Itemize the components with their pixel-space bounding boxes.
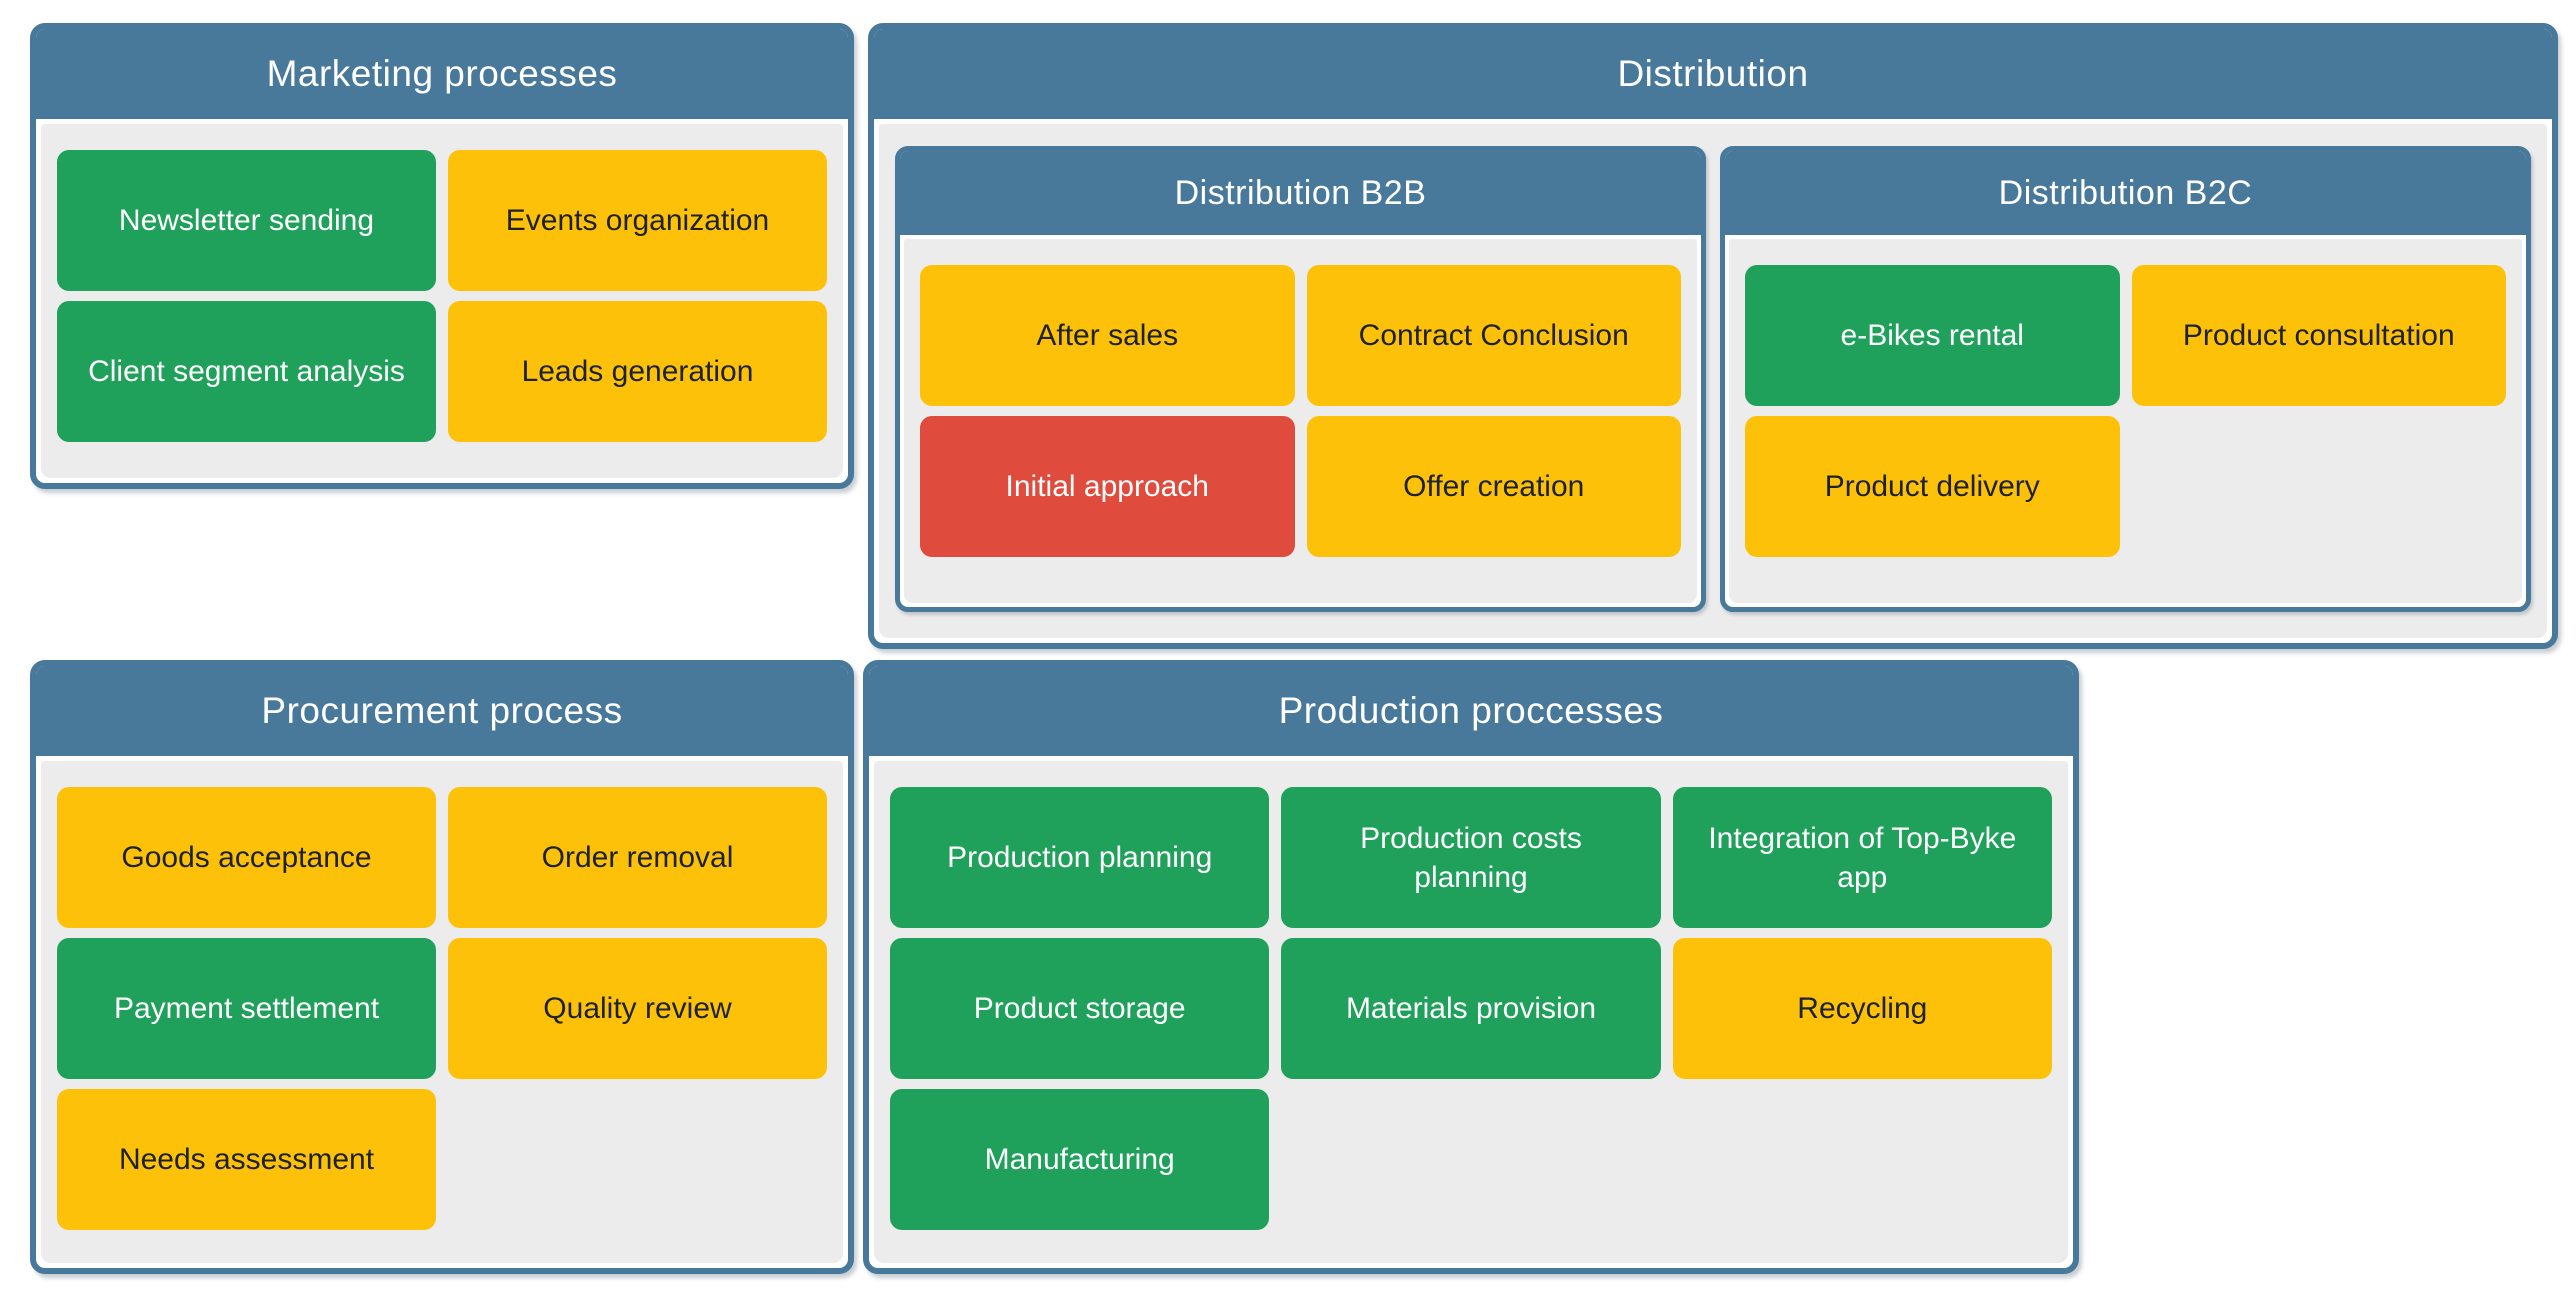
tile-ebikes-rental[interactable]: e-Bikes rental <box>1745 265 2120 406</box>
tile-label: Goods acceptance <box>121 841 372 874</box>
panel-marketing-body: Newsletter sending Events organization C… <box>41 124 843 478</box>
tile-client-segment-analysis[interactable]: Client segment analysis <box>57 301 436 442</box>
tile-label: Materials provision <box>1345 992 1597 1025</box>
tile-manufacturing[interactable]: Manufacturing <box>890 1089 1270 1230</box>
tile-label: Manufacturing <box>984 1143 1175 1176</box>
tile-goods-acceptance[interactable]: Goods acceptance <box>57 787 436 928</box>
tile-label: Production costs planning <box>1360 821 1582 894</box>
tile-label: Production planning <box>947 841 1213 874</box>
tile-events-organization[interactable]: Events organization <box>448 150 827 291</box>
panel-production-body: Production planning Production costs pla… <box>874 761 2068 1263</box>
tile-needs-assessment[interactable]: Needs assessment <box>57 1089 436 1230</box>
subpanel-b2b-body: After sales Contract Conclusion Initial … <box>904 239 1697 603</box>
panel-marketing-title: Marketing processes <box>266 53 618 94</box>
tile-label: Initial approach <box>1005 470 1209 503</box>
tile-product-delivery[interactable]: Product delivery <box>1745 416 2120 557</box>
tile-product-storage[interactable]: Product storage <box>890 938 1270 1079</box>
panel-procurement-body: Goods acceptance Order removal Payment s… <box>41 761 843 1263</box>
tile-label: Events organization <box>505 204 770 237</box>
panel-production-title: Production proccesses <box>1278 690 1664 731</box>
subpanel-distribution-b2c[interactable]: Distribution B2C e-Bikes rental Product … <box>1720 146 2531 612</box>
tile-label: Offer creation <box>1403 470 1585 503</box>
tile-label: Quality review <box>543 992 732 1025</box>
tile-product-consultation[interactable]: Product consultation <box>2131 265 2506 406</box>
tile-newsletter-sending[interactable]: Newsletter sending <box>57 150 436 291</box>
panel-distribution-header: Distribution <box>874 29 2552 119</box>
tile-label: Client segment analysis <box>88 355 405 388</box>
panel-production-processes[interactable]: Production proccesses Production plannin… <box>863 660 2079 1274</box>
tile-offer-creation[interactable]: Offer creation <box>1306 416 1681 557</box>
tile-order-removal[interactable]: Order removal <box>448 787 827 928</box>
subpanel-b2c-body: e-Bikes rental Product consultation Prod… <box>1729 239 2522 603</box>
panel-production-header: Production proccesses <box>869 666 2073 756</box>
tile-label: Integration of Top-Byke app <box>1708 821 2017 894</box>
panel-procurement-process[interactable]: Procurement process Goods acceptance Ord… <box>30 660 854 1274</box>
tile-label: Leads generation <box>521 355 754 388</box>
subpanel-b2c-title: Distribution B2C <box>1998 173 2253 212</box>
subpanel-b2b-title: Distribution B2B <box>1174 173 1427 212</box>
panel-procurement-header: Procurement process <box>36 666 848 756</box>
panel-marketing-processes[interactable]: Marketing processes Newsletter sending E… <box>30 23 854 489</box>
tile-payment-settlement[interactable]: Payment settlement <box>57 938 436 1079</box>
tile-initial-approach[interactable]: Initial approach <box>920 416 1295 557</box>
tile-production-costs-planning[interactable]: Production costs planning <box>1281 787 1661 928</box>
tile-label: Payment settlement <box>113 992 380 1025</box>
tile-label: After sales <box>1036 319 1179 352</box>
tile-integration-top-byke-app[interactable]: Integration of Top-Byke app <box>1672 787 2052 928</box>
panel-distribution-body: Distribution B2B After sales Contract Co… <box>879 124 2547 638</box>
tile-contract-conclusion[interactable]: Contract Conclusion <box>1306 265 1681 406</box>
subpanel-b2c-header: Distribution B2C <box>1725 151 2526 235</box>
tile-label: Recycling <box>1797 992 1928 1025</box>
tile-label: Needs assessment <box>118 1143 375 1176</box>
subpanel-b2b-header: Distribution B2B <box>900 151 1701 235</box>
tile-label: Newsletter sending <box>118 204 375 237</box>
tile-leads-generation[interactable]: Leads generation <box>448 301 827 442</box>
subpanel-distribution-b2b[interactable]: Distribution B2B After sales Contract Co… <box>895 146 1706 612</box>
panel-distribution[interactable]: Distribution Distribution B2B After sale… <box>868 23 2558 649</box>
tile-label: Product delivery <box>1824 470 2040 503</box>
tile-materials-provision[interactable]: Materials provision <box>1281 938 1661 1079</box>
tile-label: e-Bikes rental <box>1840 319 2024 352</box>
tile-after-sales[interactable]: After sales <box>920 265 1295 406</box>
tile-label: Order removal <box>541 841 734 874</box>
tile-recycling[interactable]: Recycling <box>1672 938 2052 1079</box>
tile-label: Contract Conclusion <box>1358 319 1629 352</box>
panel-procurement-title: Procurement process <box>261 690 623 731</box>
tile-quality-review[interactable]: Quality review <box>448 938 827 1079</box>
panel-distribution-title: Distribution <box>1617 53 1809 94</box>
tile-label: Product storage <box>973 992 1186 1025</box>
panel-marketing-header: Marketing processes <box>36 29 848 119</box>
tile-production-planning[interactable]: Production planning <box>890 787 1270 928</box>
tile-label: Product consultation <box>2182 319 2455 352</box>
